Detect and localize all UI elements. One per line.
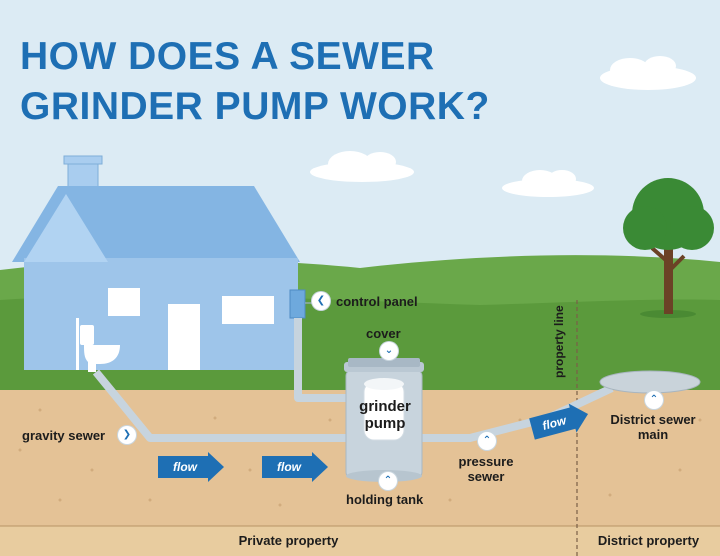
chevron-up-icon: ⌃ <box>478 432 496 450</box>
chevron-left-icon: ❮ <box>312 292 330 310</box>
flow-arrow: flow <box>262 452 328 482</box>
control-panel-box <box>289 289 306 319</box>
pressure-sewer-label: pressure sewer <box>446 454 526 484</box>
footer-strip <box>0 526 720 556</box>
pump-cover <box>348 358 420 367</box>
cloud-icon <box>600 56 696 90</box>
chevron-right-icon: ❯ <box>118 426 136 444</box>
control-panel-label: control panel <box>336 294 418 309</box>
soil-speckles <box>18 408 702 507</box>
pressure-sewer-label-line-2: sewer <box>467 469 505 484</box>
district-sewer-main-label-line-1: District sewer <box>610 412 696 427</box>
holding-tank-label: holding tank <box>346 492 424 507</box>
cover-label: cover <box>366 326 401 341</box>
toilet-icon <box>80 325 120 372</box>
district-property-label: District property <box>597 533 700 548</box>
pipes <box>92 318 614 442</box>
flow-arrow: flow <box>158 452 224 482</box>
chevron-down-icon: ⌄ <box>380 342 398 360</box>
gravity-sewer-label: gravity sewer <box>22 428 106 443</box>
page-title: HOW DOES A SEWER GRINDER PUMP WORK? <box>20 32 490 132</box>
private-property-label: Private property <box>238 533 339 548</box>
district-sewer-main-label-line-2: main <box>637 427 669 442</box>
chevron-up-icon: ⌃ <box>379 472 397 490</box>
property-line-label: property line <box>552 305 566 378</box>
cloud-icon <box>310 151 414 182</box>
chevron-up-icon: ⌃ <box>645 391 663 409</box>
title-line-2: GRINDER PUMP WORK? <box>20 85 490 128</box>
flow-arrow-label: flow <box>173 460 197 474</box>
house <box>12 155 300 370</box>
district-sewer-main-label: District sewer main <box>598 412 708 442</box>
grinder-pump-label-line-2: pump <box>364 415 406 432</box>
tree <box>623 178 714 318</box>
grinder-pump-label-line-1: grinder <box>359 398 411 415</box>
pressure-sewer-label-line-1: pressure <box>458 454 514 469</box>
grinder-pump-unit <box>363 378 405 441</box>
flow-arrow-label: flow <box>277 460 301 474</box>
title-line-1: HOW DOES A SEWER <box>20 35 435 78</box>
cloud-icon <box>502 170 594 197</box>
grinder-pump-label: grinder pump <box>352 398 418 432</box>
district-sewer-main <box>599 370 701 394</box>
